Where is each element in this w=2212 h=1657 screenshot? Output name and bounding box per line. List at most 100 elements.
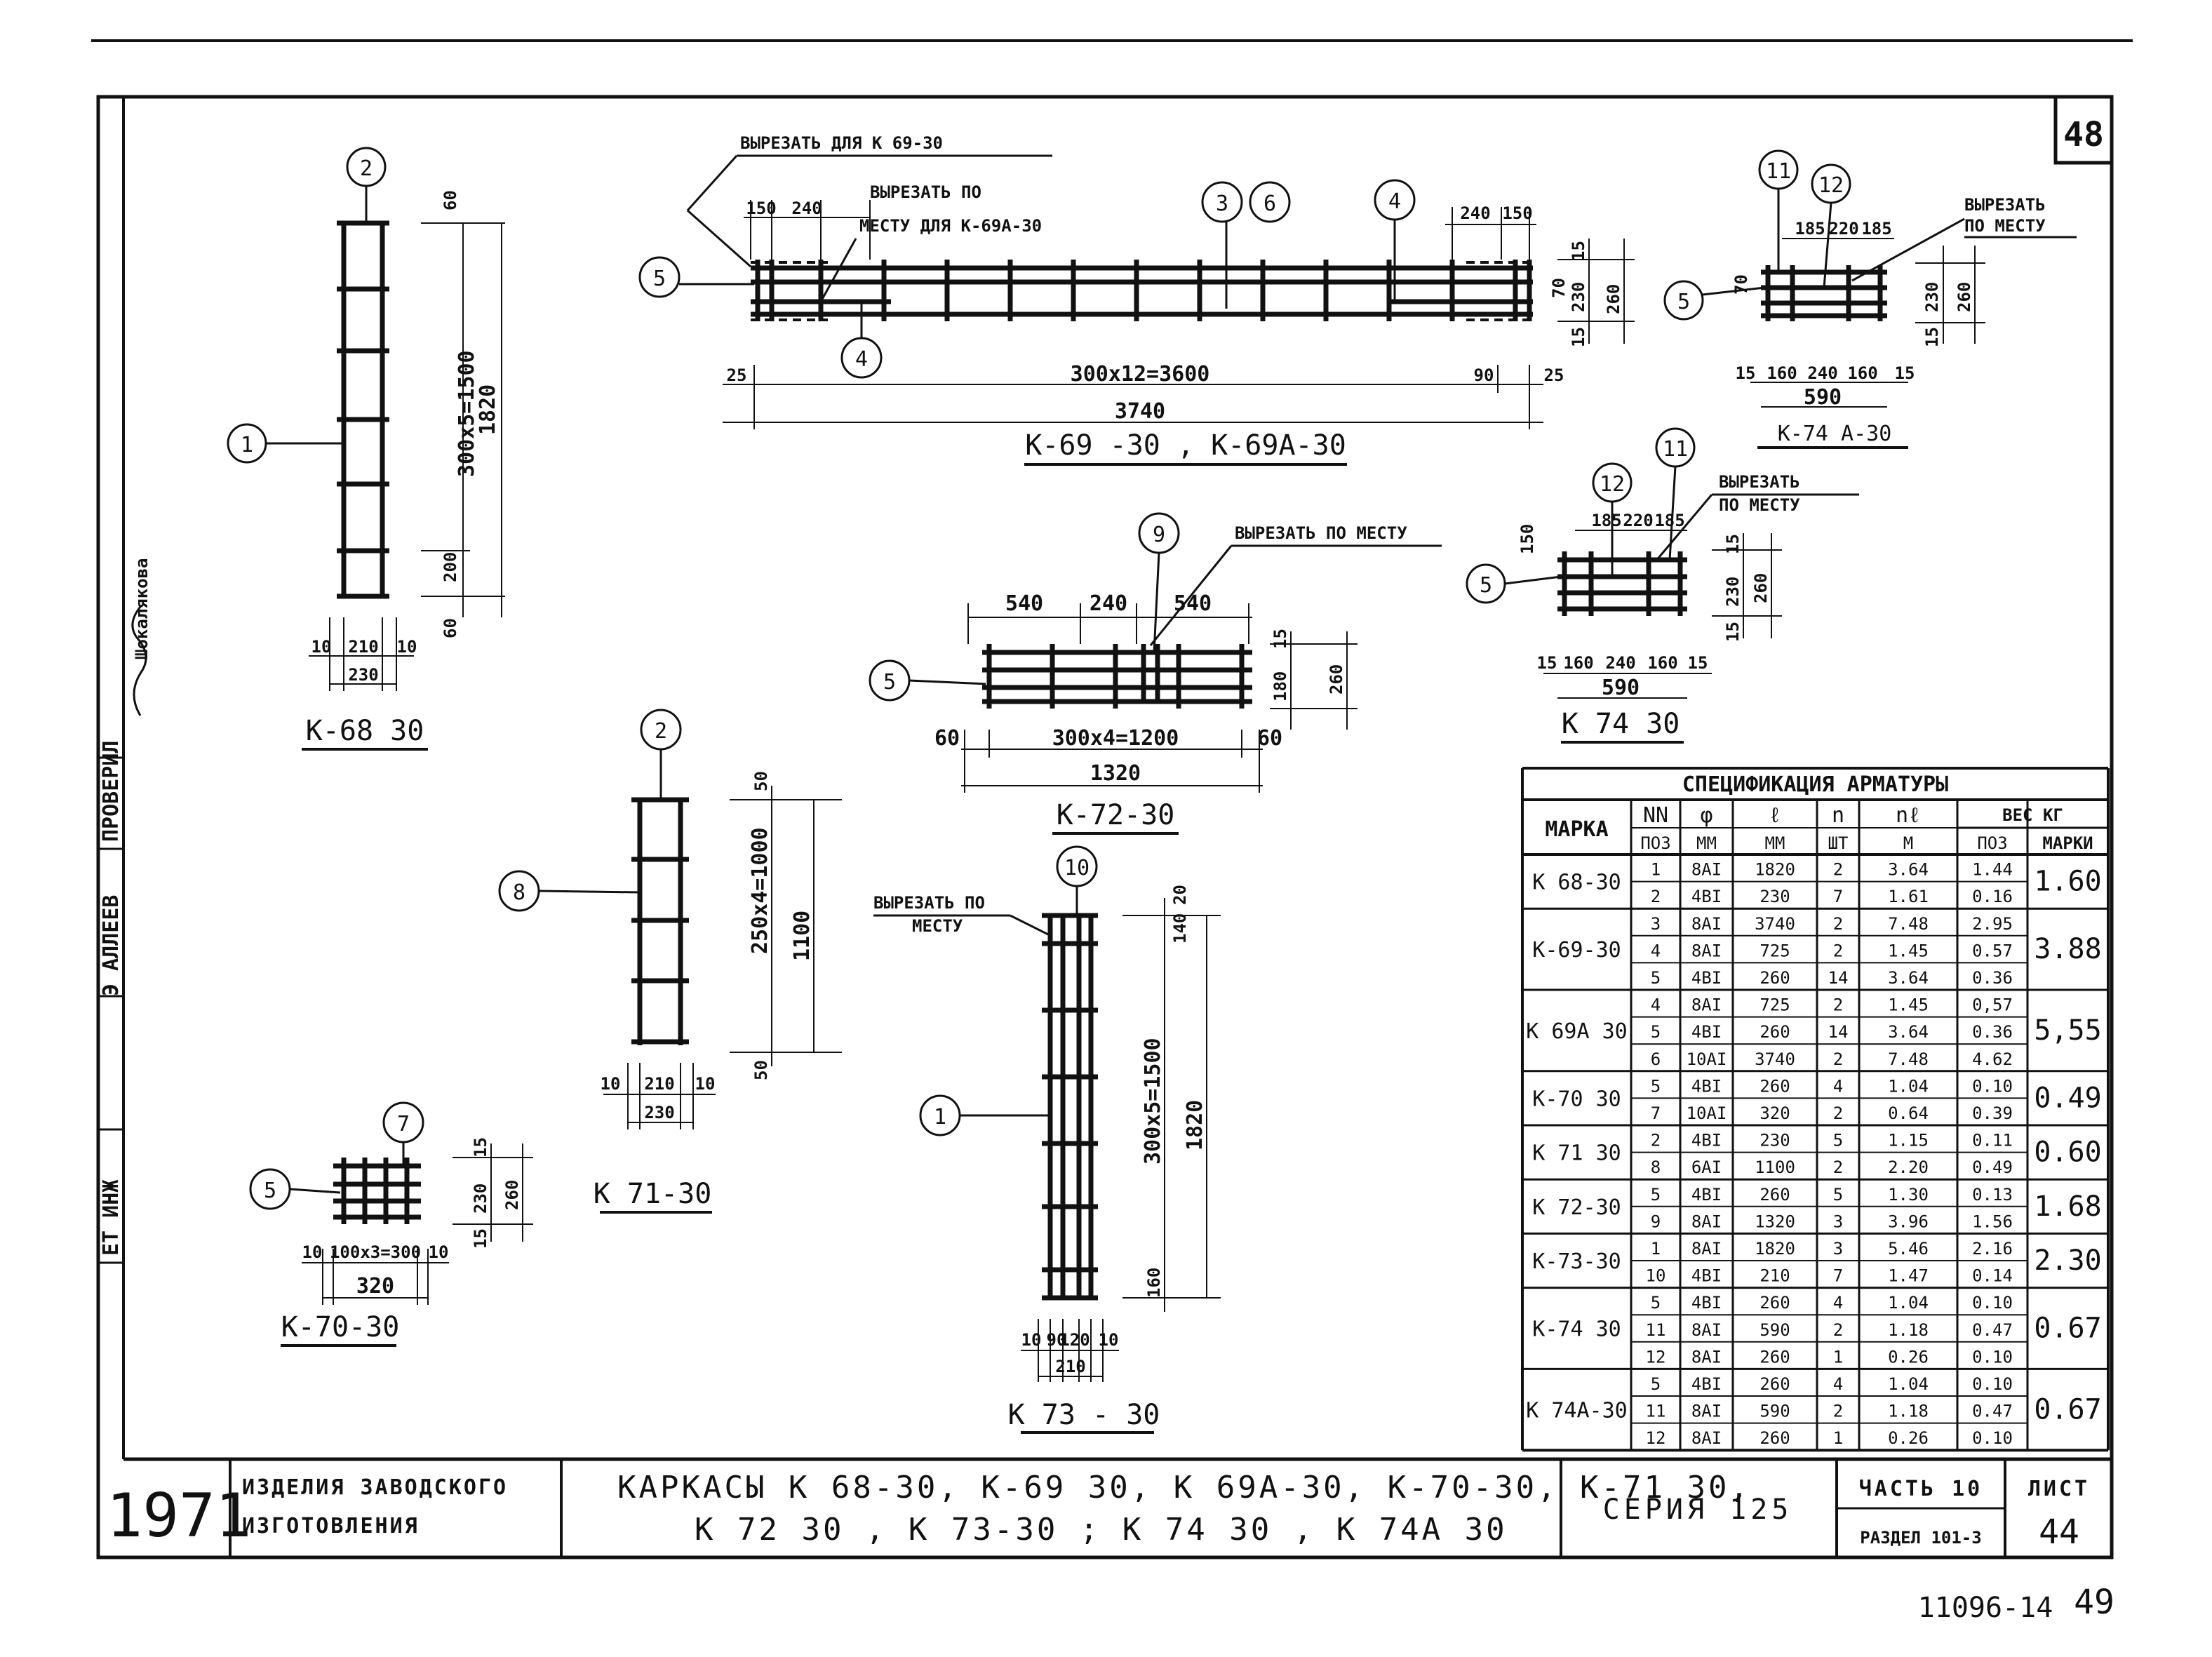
svg-text:15: 15 — [1271, 629, 1290, 649]
svg-text:10: 10 — [429, 1242, 449, 1262]
spec-cell: 10АI — [1687, 1049, 1727, 1069]
spec-cell: 5 — [1651, 1076, 1661, 1096]
spec-cell: 4 — [1833, 1293, 1843, 1313]
spec-cell: 260 — [1759, 1022, 1790, 1042]
spec-cell: 7 — [1833, 887, 1843, 906]
svg-text:10: 10 — [302, 1242, 323, 1262]
spec-marka-cell: К-73-30 — [1532, 1249, 1621, 1274]
archive-number: 11096-14 — [1918, 1592, 2053, 1624]
svg-text:250х4=1000: 250х4=1000 — [748, 827, 772, 954]
svg-text:1: 1 — [934, 1105, 946, 1129]
svg-text:10: 10 — [397, 637, 417, 657]
svg-text:300х4=1200: 300х4=1200 — [1052, 726, 1179, 751]
svg-text:ПО МЕСТУ: ПО МЕСТУ — [1719, 495, 1800, 515]
svg-text:210: 210 — [644, 1074, 674, 1094]
drawing-k68: 2 1 60 300х5=1500 1820 200 60 10 210 10 … — [227, 147, 505, 751]
spec-cell: 4ВI — [1691, 1293, 1722, 1313]
spec-cell: 260 — [1759, 968, 1790, 988]
spec-cell: 2 — [1833, 1158, 1843, 1177]
svg-text:ВЫРЕЗАТЬ ПО: ВЫРЕЗАТЬ ПО — [873, 893, 985, 913]
spec-cell: 6АI — [1691, 1158, 1722, 1177]
svg-text:12: 12 — [1600, 472, 1625, 497]
svg-text:15: 15 — [471, 1228, 490, 1249]
signature-mark — [131, 606, 147, 716]
part-label: ЧАСТЬ 10 — [1859, 1477, 1983, 1501]
spec-cell: 8АI — [1691, 1402, 1722, 1421]
spec-cell: 2 — [1833, 1103, 1843, 1123]
spec-header-l: ℓ — [1769, 803, 1781, 828]
spec-cell: 590 — [1759, 1402, 1790, 1421]
spec-cell: 1820 — [1755, 860, 1795, 880]
svg-text:60: 60 — [934, 726, 960, 751]
svg-text:11: 11 — [1663, 437, 1688, 462]
svg-text:320: 320 — [356, 1274, 394, 1299]
svg-text:15: 15 — [1736, 363, 1756, 383]
footer-page-number: 49 — [2074, 1583, 2114, 1622]
svg-text:260: 260 — [1604, 284, 1623, 314]
spec-cell: 260 — [1759, 1347, 1790, 1367]
svg-text:10: 10 — [1099, 1330, 1119, 1350]
svg-text:160: 160 — [1767, 363, 1797, 383]
spec-cell: 4ВI — [1691, 968, 1722, 988]
spec-cell: 590 — [1759, 1320, 1790, 1340]
spec-header-ves-marki: МАРКИ — [2042, 833, 2093, 853]
spec-total-cell: 3.88 — [2034, 933, 2101, 965]
drawing-k72: 9 5 ВЫРЕЗАТЬ ПО МЕСТУ 540 240 540 60 300… — [869, 512, 1442, 835]
svg-text:260: 260 — [502, 1180, 522, 1210]
svg-text:12: 12 — [1818, 173, 1844, 198]
spec-cell: 4ВI — [1691, 1374, 1722, 1394]
svg-text:185: 185 — [1654, 511, 1684, 530]
note-cut-k72: ВЫРЕЗАТЬ ПО МЕСТУ — [1235, 523, 1407, 543]
svg-text:90: 90 — [1047, 1330, 1067, 1350]
svg-text:ПО МЕСТУ: ПО МЕСТУ — [1964, 216, 2046, 236]
spec-cell: 0.64 — [1888, 1103, 1929, 1123]
spec-cell: 1.30 — [1888, 1185, 1929, 1205]
spec-cell: 2 — [1833, 1320, 1843, 1340]
svg-text:25: 25 — [727, 365, 747, 385]
svg-text:180: 180 — [1271, 671, 1290, 702]
svg-text:300х12=3600: 300х12=3600 — [1071, 362, 1210, 387]
svg-text:3: 3 — [1216, 192, 1228, 216]
drawing-k74a: 11 12 5 ВЫРЕЗАТЬ ПО МЕСТУ 185 220 185 15… — [1663, 149, 2077, 449]
spec-header-nn2: ПОЗ — [1640, 833, 1670, 853]
spec-total-cell: 5,55 — [2034, 1014, 2101, 1047]
spec-header-nl2: М — [1903, 833, 1913, 853]
spec-cell: 1.15 — [1888, 1131, 1929, 1150]
spec-cell: 0.26 — [1888, 1428, 1929, 1448]
spec-cell: 5 — [1651, 1185, 1661, 1205]
spec-cell: 5 — [1651, 968, 1661, 988]
svg-text:210: 210 — [1055, 1357, 1085, 1376]
svg-text:2: 2 — [360, 156, 373, 181]
spec-cell: 9 — [1651, 1212, 1661, 1231]
svg-text:15: 15 — [1723, 622, 1743, 642]
svg-text:ВЫРЕЗАТЬ: ВЫРЕЗАТЬ — [1719, 472, 1800, 492]
spec-cell: 0.11 — [1972, 1131, 2013, 1150]
spec-cell: 3 — [1651, 914, 1661, 934]
svg-text:50: 50 — [751, 1060, 771, 1080]
spec-cell: 1.18 — [1888, 1402, 1929, 1421]
svg-text:160: 160 — [1144, 1268, 1164, 1298]
spec-cell: 0.47 — [1972, 1402, 2013, 1421]
spec-cell: 2 — [1833, 995, 1843, 1015]
svg-text:150: 150 — [1517, 524, 1537, 554]
spec-cell: 12 — [1646, 1347, 1666, 1367]
spec-cell: 3.64 — [1888, 1022, 1929, 1042]
spec-header-ves: ВЕС КГ — [2002, 805, 2063, 825]
svg-text:11: 11 — [1766, 159, 1791, 184]
spec-cell: 5 — [1651, 1293, 1661, 1313]
spec-cell: 3 — [1833, 1239, 1843, 1259]
spec-cell: 1.45 — [1888, 941, 1929, 960]
spec-cell: 1 — [1651, 860, 1661, 880]
spec-total-cell: 2.30 — [2034, 1245, 2101, 1277]
svg-text:230: 230 — [471, 1183, 490, 1214]
svg-text:70: 70 — [1549, 278, 1569, 298]
svg-text:5: 5 — [1480, 573, 1492, 598]
spec-cell: 8АI — [1691, 1428, 1722, 1448]
svg-text:15: 15 — [471, 1137, 490, 1158]
spec-cell: 7.48 — [1888, 1049, 1929, 1069]
spec-cell: 320 — [1759, 1103, 1790, 1123]
spec-cell: 10АI — [1687, 1103, 1727, 1123]
svg-text:5: 5 — [264, 1179, 276, 1203]
spec-cell: 0.49 — [1972, 1158, 2013, 1177]
spec-cell: 3 — [1833, 1212, 1843, 1231]
